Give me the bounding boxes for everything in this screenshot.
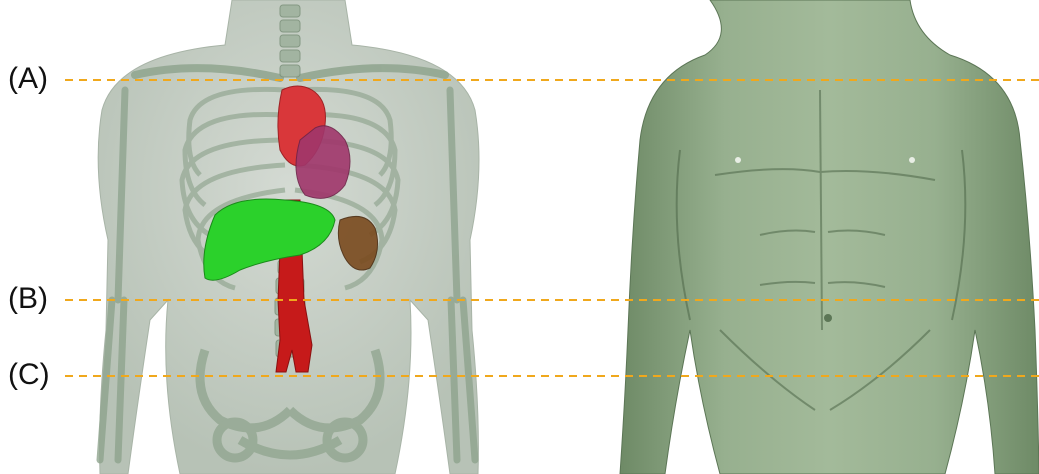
surface-nipple-right — [909, 157, 915, 163]
surface-model — [620, 0, 1039, 474]
surface-torso — [620, 0, 1039, 474]
surface-navel — [824, 314, 832, 322]
surface-nipple-left — [735, 157, 741, 163]
level-label-b: (B) — [8, 284, 48, 314]
skeleton-model — [98, 0, 479, 474]
level-label-a: (A) — [8, 64, 48, 94]
stomach — [296, 126, 350, 199]
level-label-c: (C) — [8, 360, 50, 390]
